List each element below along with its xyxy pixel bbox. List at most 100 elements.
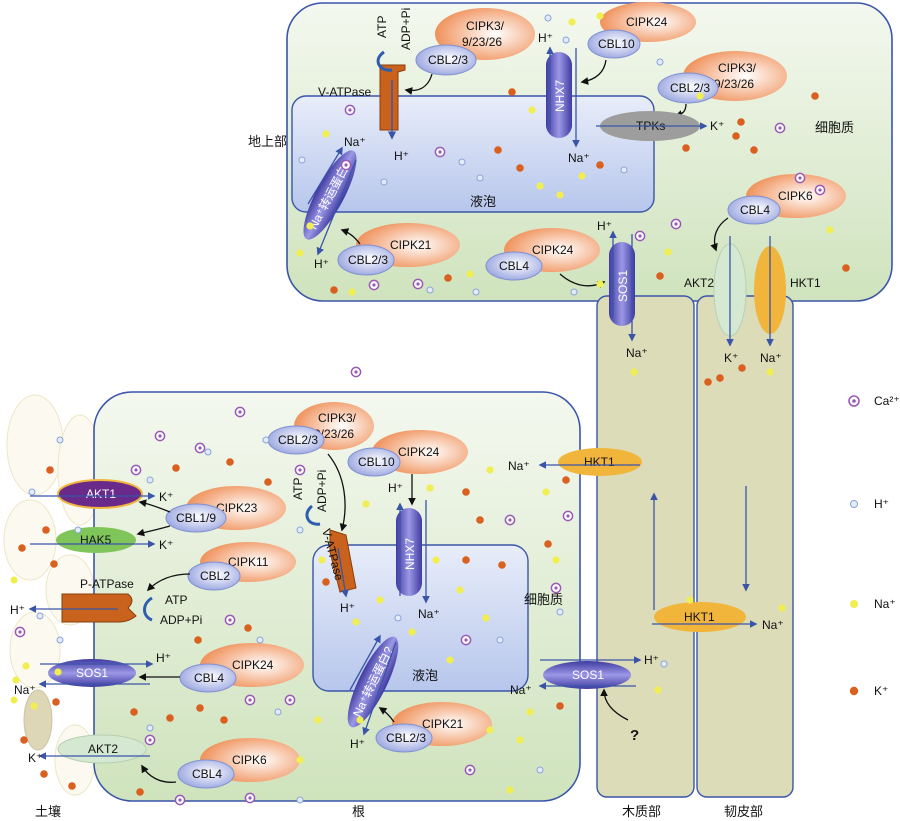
xylem-column <box>596 295 695 798</box>
na-ion-dot <box>528 106 536 114</box>
k-ion-dot <box>556 702 564 710</box>
ca-ion-core <box>238 410 242 414</box>
na-ion-dot <box>516 736 524 744</box>
cbl23-root-low-label: CBL2/3 <box>386 731 426 745</box>
h-ion-dot <box>562 36 570 44</box>
k-ion-dot <box>750 146 758 154</box>
ca-ion-core <box>228 618 232 622</box>
cbl23-left-arrow <box>340 228 361 245</box>
k-ion-dot <box>166 714 174 722</box>
na-ion-dot <box>686 596 694 604</box>
cbl4-right <box>727 195 781 225</box>
h-ion-dot <box>274 708 282 716</box>
k-ion-dot <box>196 704 204 712</box>
k-ion-dot <box>220 716 228 724</box>
k-ion-dot <box>444 274 452 282</box>
cipk3-right-label-2: 9/23/26 <box>714 77 754 91</box>
sos1-shoot-label: SOS1 <box>616 270 630 302</box>
h-ion-dot <box>256 636 264 644</box>
h-ion-dot <box>426 286 434 294</box>
sos1-root-right-label: SOS1 <box>572 668 604 682</box>
k-ion-dot <box>596 161 604 169</box>
h-ion-dot <box>476 174 484 182</box>
na-ion-dot <box>778 604 786 612</box>
legend: Ca²⁺ H⁺ Na⁺ K⁺ <box>848 394 900 698</box>
cipk3-top-label-1: CIPK3/ <box>466 19 505 33</box>
ca-ion-core <box>554 586 558 590</box>
cipk3-root-label-1: CIPK3/ <box>318 411 357 425</box>
ca-ion-core <box>288 698 292 702</box>
k-ion-dot <box>562 476 570 484</box>
na-ion-dot <box>10 576 18 584</box>
cipk21-top-label: CIPK21 <box>390 238 432 252</box>
h-ion-dot <box>36 612 44 620</box>
na-ion-dot <box>352 618 360 626</box>
na-ion-dot <box>526 708 534 716</box>
ca-ion-core <box>148 738 152 742</box>
p-atpase-label: P-ATPase <box>80 577 134 591</box>
h-ion-dot <box>296 526 304 534</box>
na-label-hkt1-phloem: Na⁺ <box>762 618 784 632</box>
na-ion-dot <box>578 172 586 180</box>
na-label-hkt1-xylem: Na⁺ <box>508 459 530 473</box>
label-shoot: 地上部 <box>248 134 287 149</box>
na-label-nhx7-shoot: Na⁺ <box>568 151 590 165</box>
ion-dots <box>10 12 850 806</box>
cipk23-label: CIPK23 <box>216 501 258 515</box>
k-ion-dot <box>194 636 202 644</box>
question-arrow <box>600 688 629 721</box>
h-label-vatpase-root: H⁺ <box>340 601 355 615</box>
ca-ion-core <box>348 108 352 112</box>
na-transporter-shoot-h-arrow <box>316 159 357 256</box>
label-phloem: 韧皮部 <box>724 804 763 819</box>
cbl2 <box>187 561 241 591</box>
p-atpase <box>61 593 137 623</box>
v-atpase-label-shoot: V-ATPase <box>318 85 371 99</box>
h-label-transporter-root: H⁺ <box>350 737 365 751</box>
cbl10-top-arrow <box>580 59 607 85</box>
cbl4-shoot-label: CBL4 <box>499 259 529 273</box>
k-ion-dot <box>656 272 664 280</box>
na-ion-dot <box>696 92 704 100</box>
k-label-akt2-root: K⁺ <box>28 751 42 765</box>
cipk6-top-label: CIPK6 <box>778 189 813 203</box>
label-cytoplasm-root: 细胞质 <box>524 592 563 607</box>
k-ion-dot <box>842 264 850 272</box>
cbl4-right-arrow <box>710 217 729 252</box>
hkt1-phloem-label: HKT1 <box>684 610 715 624</box>
k-ion-dot <box>737 118 745 126</box>
h-ion-dot <box>146 724 154 732</box>
cbl4-root-low-arrow <box>141 764 177 783</box>
na-ion-dot <box>10 696 18 704</box>
ca-ion-core <box>248 698 252 702</box>
h-ion-dot <box>496 636 504 644</box>
k-ion-dot <box>264 478 272 486</box>
nhx7-root <box>396 508 422 596</box>
na-label-nhx7-root: Na⁺ <box>418 607 440 621</box>
na-transporter-root-h-arrow <box>362 641 397 736</box>
h-ion-dot <box>74 526 82 534</box>
na-ion-dot <box>664 248 672 256</box>
atp-cycle-arrow-root <box>143 596 153 622</box>
cbl10-top-label: CBL10 <box>598 37 635 51</box>
na-ion-dot <box>568 18 576 26</box>
na-ion-dot <box>22 662 30 670</box>
cipk24-low-label: CIPK24 <box>532 243 574 257</box>
na-ion-dot <box>306 222 314 230</box>
k-ion-dot <box>330 286 338 294</box>
label-root: 根 <box>352 804 365 819</box>
k-ion-dot <box>226 458 234 466</box>
na-ion-dot <box>54 668 62 676</box>
k-label-akt1: K⁺ <box>159 490 173 504</box>
cbl2-label: CBL2 <box>200 569 230 583</box>
cbl4-root <box>179 663 237 693</box>
hkt1-shoot-label: HKT1 <box>790 276 821 290</box>
legend-h-label: H⁺ <box>874 497 889 511</box>
h-ion-dot <box>204 448 212 456</box>
na-ion-dot <box>456 586 464 594</box>
ca-ion-core <box>798 176 802 180</box>
akt1-root <box>57 479 143 509</box>
h-ion-dot <box>472 288 480 296</box>
cbl23-root-low-arrow <box>378 707 395 723</box>
